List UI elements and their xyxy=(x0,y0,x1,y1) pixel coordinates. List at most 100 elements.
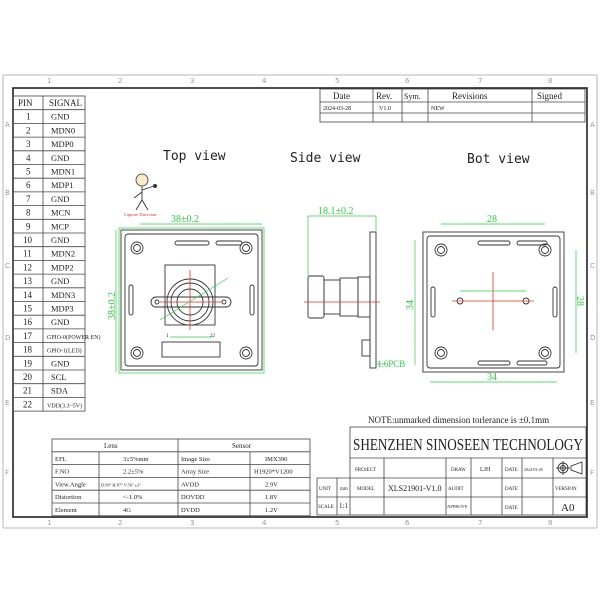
lens-value: 2.2±5% xyxy=(123,469,144,476)
bot-board-height: 34 xyxy=(405,300,416,310)
column-marker-bottom: 6 xyxy=(405,519,410,527)
approve-label: APPROVE xyxy=(447,504,468,509)
top-height-dim: 38±0.2 xyxy=(107,292,118,320)
pcb-thickness-dim: 1.6PCB xyxy=(377,359,405,369)
row-marker-right: E xyxy=(590,399,594,407)
pin-signal: GND xyxy=(51,276,69,286)
sensor-value: 1.2V xyxy=(265,507,278,514)
side-depth-dim: 18.1±0.2 xyxy=(318,206,354,217)
row-marker: F xyxy=(5,469,9,477)
pin-number: 2 xyxy=(26,125,31,135)
date-label-1: DATE xyxy=(505,468,518,473)
sensor-param: DVDD xyxy=(181,507,200,514)
row-marker: B xyxy=(5,189,10,197)
column-marker: 5 xyxy=(335,77,339,85)
pin-signal: GPIO-0(POWER EN) xyxy=(47,334,101,341)
lens-param: F.NO xyxy=(55,469,69,476)
pin-signal: GND xyxy=(51,112,69,122)
bot-view-title: Bot view xyxy=(467,152,530,167)
pin-number: 4 xyxy=(26,153,31,163)
pin-header: PIN xyxy=(18,98,33,108)
pin-number: 11 xyxy=(23,249,32,259)
pin-signal: GND xyxy=(51,317,69,327)
pin-signal: GND xyxy=(51,194,69,204)
rev-header: Sym. xyxy=(404,92,421,101)
pin-number: 17 xyxy=(23,331,33,341)
pin-number: 19 xyxy=(23,358,33,368)
rev-cell: NEW xyxy=(431,106,445,112)
pin-number: 8 xyxy=(26,208,31,218)
pin-signal: MCP xyxy=(51,221,69,231)
pin-number: 14 xyxy=(23,290,33,300)
bot-view-drawing xyxy=(414,223,577,383)
top-width-dim: 38±0.2 xyxy=(171,214,199,225)
pin-signal: MDP2 xyxy=(51,262,74,272)
row-marker-right: D xyxy=(590,334,595,342)
column-marker-bottom: 3 xyxy=(190,519,194,527)
pin-number: 9 xyxy=(26,221,31,231)
pin-number: 6 xyxy=(26,180,31,190)
lens-value: 3±5%mm xyxy=(123,456,149,463)
company-name: SHENZHEN SINOSEEN TECHNOLOGY xyxy=(353,435,583,454)
pin-signal: GND xyxy=(51,235,69,245)
title-block xyxy=(316,426,587,516)
column-marker-bottom: 4 xyxy=(262,519,267,527)
lens-header: Lens xyxy=(104,442,118,450)
connector-pin-last: 22 xyxy=(210,334,216,339)
row-marker-right: C xyxy=(590,262,595,270)
column-marker: 8 xyxy=(548,77,552,85)
bot-board-width: 34 xyxy=(487,372,497,383)
sensor-value: 1.8V xyxy=(265,494,278,501)
sensor-value: IMX390 xyxy=(265,456,287,463)
capture-direction-label: Capture Direction xyxy=(124,212,157,217)
pin-signal: MCN xyxy=(51,208,70,218)
lens-param: Distortion xyxy=(55,494,82,501)
top-view-drawing xyxy=(115,223,265,374)
pin-number: 16 xyxy=(23,317,33,327)
column-marker: 2 xyxy=(118,77,122,85)
pin-signal: SDA xyxy=(51,386,69,396)
lens-param: Element xyxy=(55,507,77,514)
connector-pin-first: 1 xyxy=(166,334,169,339)
version-label: VERSION xyxy=(555,487,577,492)
pin-number: 10 xyxy=(23,235,33,245)
pin-number: 13 xyxy=(23,276,33,286)
lens-param: View.Angle xyxy=(55,481,86,488)
column-marker: 6 xyxy=(405,77,410,85)
pin-number: 7 xyxy=(26,194,31,204)
rev-cell: 2024-03-28 xyxy=(323,106,351,112)
projection-symbol-icon xyxy=(556,461,583,475)
row-marker-right: B xyxy=(590,189,595,197)
sensor-param: Array Size xyxy=(181,469,209,476)
bot-hole-span-top: 28 xyxy=(487,214,497,225)
scale-value: 1:1 xyxy=(339,502,348,510)
pin-number: 1 xyxy=(26,112,31,122)
lens-value: 4G xyxy=(123,507,131,514)
row-marker: E xyxy=(5,399,9,407)
column-marker: 1 xyxy=(47,77,51,85)
rev-header: Revisions xyxy=(452,91,488,101)
rev-cell: V1.0 xyxy=(379,106,391,112)
rev-header: Date xyxy=(333,91,350,101)
sensor-value: 2.9V xyxy=(265,481,278,488)
pin-number: 22 xyxy=(23,399,32,409)
sensor-param: AVDD xyxy=(181,481,199,488)
pin-signal: GPIO-1(LED) xyxy=(47,348,82,355)
date-label-2: DATE xyxy=(505,487,518,492)
unit-label: UNIT xyxy=(319,487,331,492)
column-marker: 4 xyxy=(262,77,267,85)
row-marker-right: F xyxy=(590,469,594,477)
sensor-param: Image Size xyxy=(181,456,210,463)
column-marker: 3 xyxy=(190,77,194,85)
model-label: MODEL xyxy=(357,487,375,492)
signal-header: SIGNAL xyxy=(49,98,82,108)
row-marker: A xyxy=(5,121,10,129)
bot-hole-span-right: 28 xyxy=(574,296,585,306)
pin-signal: GND xyxy=(51,358,69,368)
row-marker: C xyxy=(5,262,10,270)
pin-signal: MDN1 xyxy=(51,167,75,177)
lens-value: <-1.0% xyxy=(123,494,143,501)
